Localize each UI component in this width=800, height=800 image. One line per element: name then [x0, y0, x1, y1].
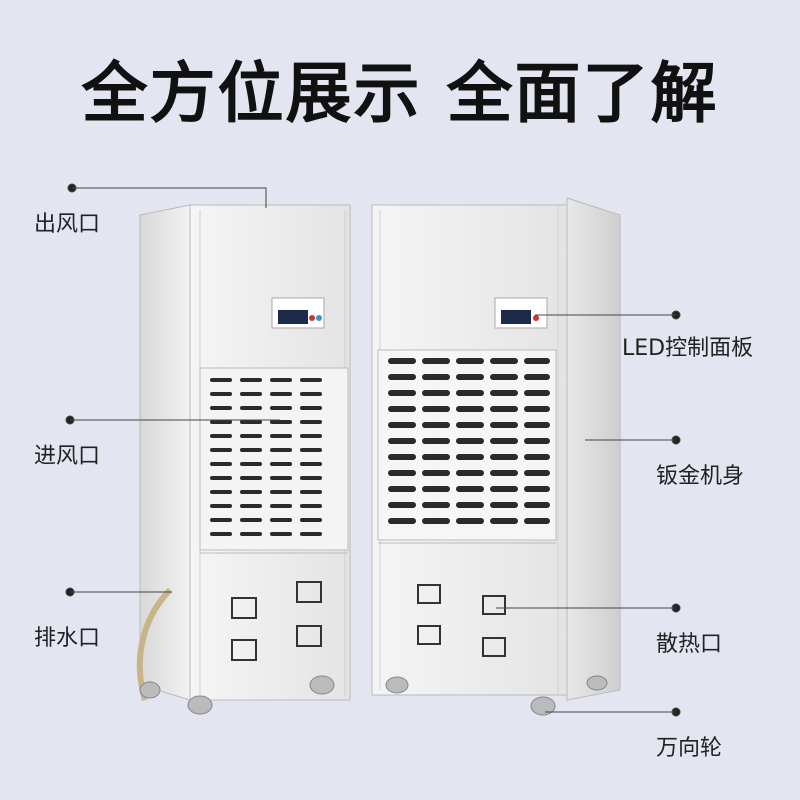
callout-outlet: 出风口: [34, 212, 101, 237]
callout-inlet: 进风口: [34, 444, 101, 469]
wheels-right: [385, 675, 608, 716]
led-panel-left: [271, 297, 325, 329]
callout-led-panel: LED控制面板: [622, 336, 754, 361]
right-dehumidifier: [371, 197, 621, 716]
callout-drain: 排水口: [34, 626, 101, 651]
callout-body: 钣金机身: [656, 464, 745, 489]
drain-hose: [136, 587, 173, 701]
page-title: 全方位展示 全面了解: [81, 55, 719, 132]
callout-wheel: 万向轮: [656, 736, 723, 761]
heat-vents-right: [417, 584, 506, 657]
inlet-grille-right: [377, 349, 557, 541]
led-panel-right: [494, 297, 548, 329]
callout-heat-vent: 散热口: [656, 632, 723, 657]
inlet-grille-left: [199, 367, 349, 551]
left-dehumidifier: [136, 204, 351, 715]
wheels-left: [139, 675, 335, 715]
callout-lines: [65, 183, 681, 717]
heat-vents-left: [231, 581, 322, 661]
